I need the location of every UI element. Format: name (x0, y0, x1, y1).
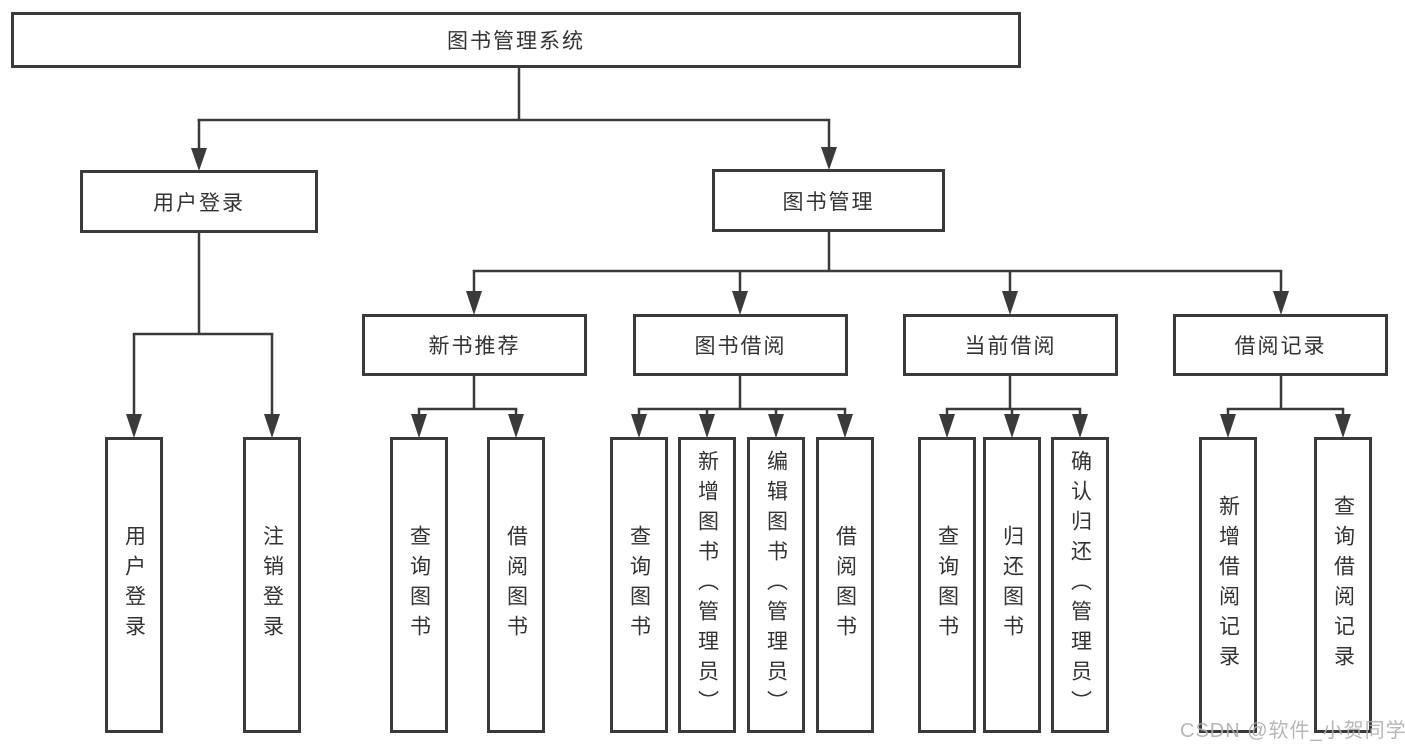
node-new-book-recommend: 新书推荐 (362, 314, 587, 376)
leaf-user-login: 用户登录 (105, 437, 163, 733)
leaf-query-borrow-record: 查询借阅记录 (1314, 437, 1372, 733)
node-borrow-records: 借阅记录 (1173, 314, 1388, 376)
leaf-add-books-admin: 新增图书（管理员） (678, 437, 736, 733)
csdn-watermark: CSDN @软件_小贺同学 (1180, 720, 1405, 742)
node-current-borrow: 当前借阅 (903, 314, 1118, 376)
leaf-borrow-books: 借阅图书 (816, 437, 874, 733)
leaf-add-borrow-record: 新增借阅记录 (1199, 437, 1257, 733)
leaf-return-books: 归还图书 (983, 437, 1041, 733)
leaf-query-books-recommend: 查询图书 (390, 437, 448, 733)
leaf-logout: 注销登录 (243, 437, 301, 733)
node-book-borrow: 图书借阅 (633, 314, 848, 376)
node-library-system-root: 图书管理系统 (11, 12, 1021, 68)
leaf-query-books-current: 查询图书 (918, 437, 976, 733)
leaf-edit-books-admin: 编辑图书（管理员） (747, 437, 805, 733)
leaf-confirm-return-admin: 确认归还（管理员） (1051, 437, 1109, 733)
node-book-management: 图书管理 (712, 169, 945, 232)
leaf-query-books-borrow: 查询图书 (610, 437, 668, 733)
node-user-login: 用户登录 (80, 170, 318, 233)
leaf-borrow-books-recommend: 借阅图书 (487, 437, 545, 733)
